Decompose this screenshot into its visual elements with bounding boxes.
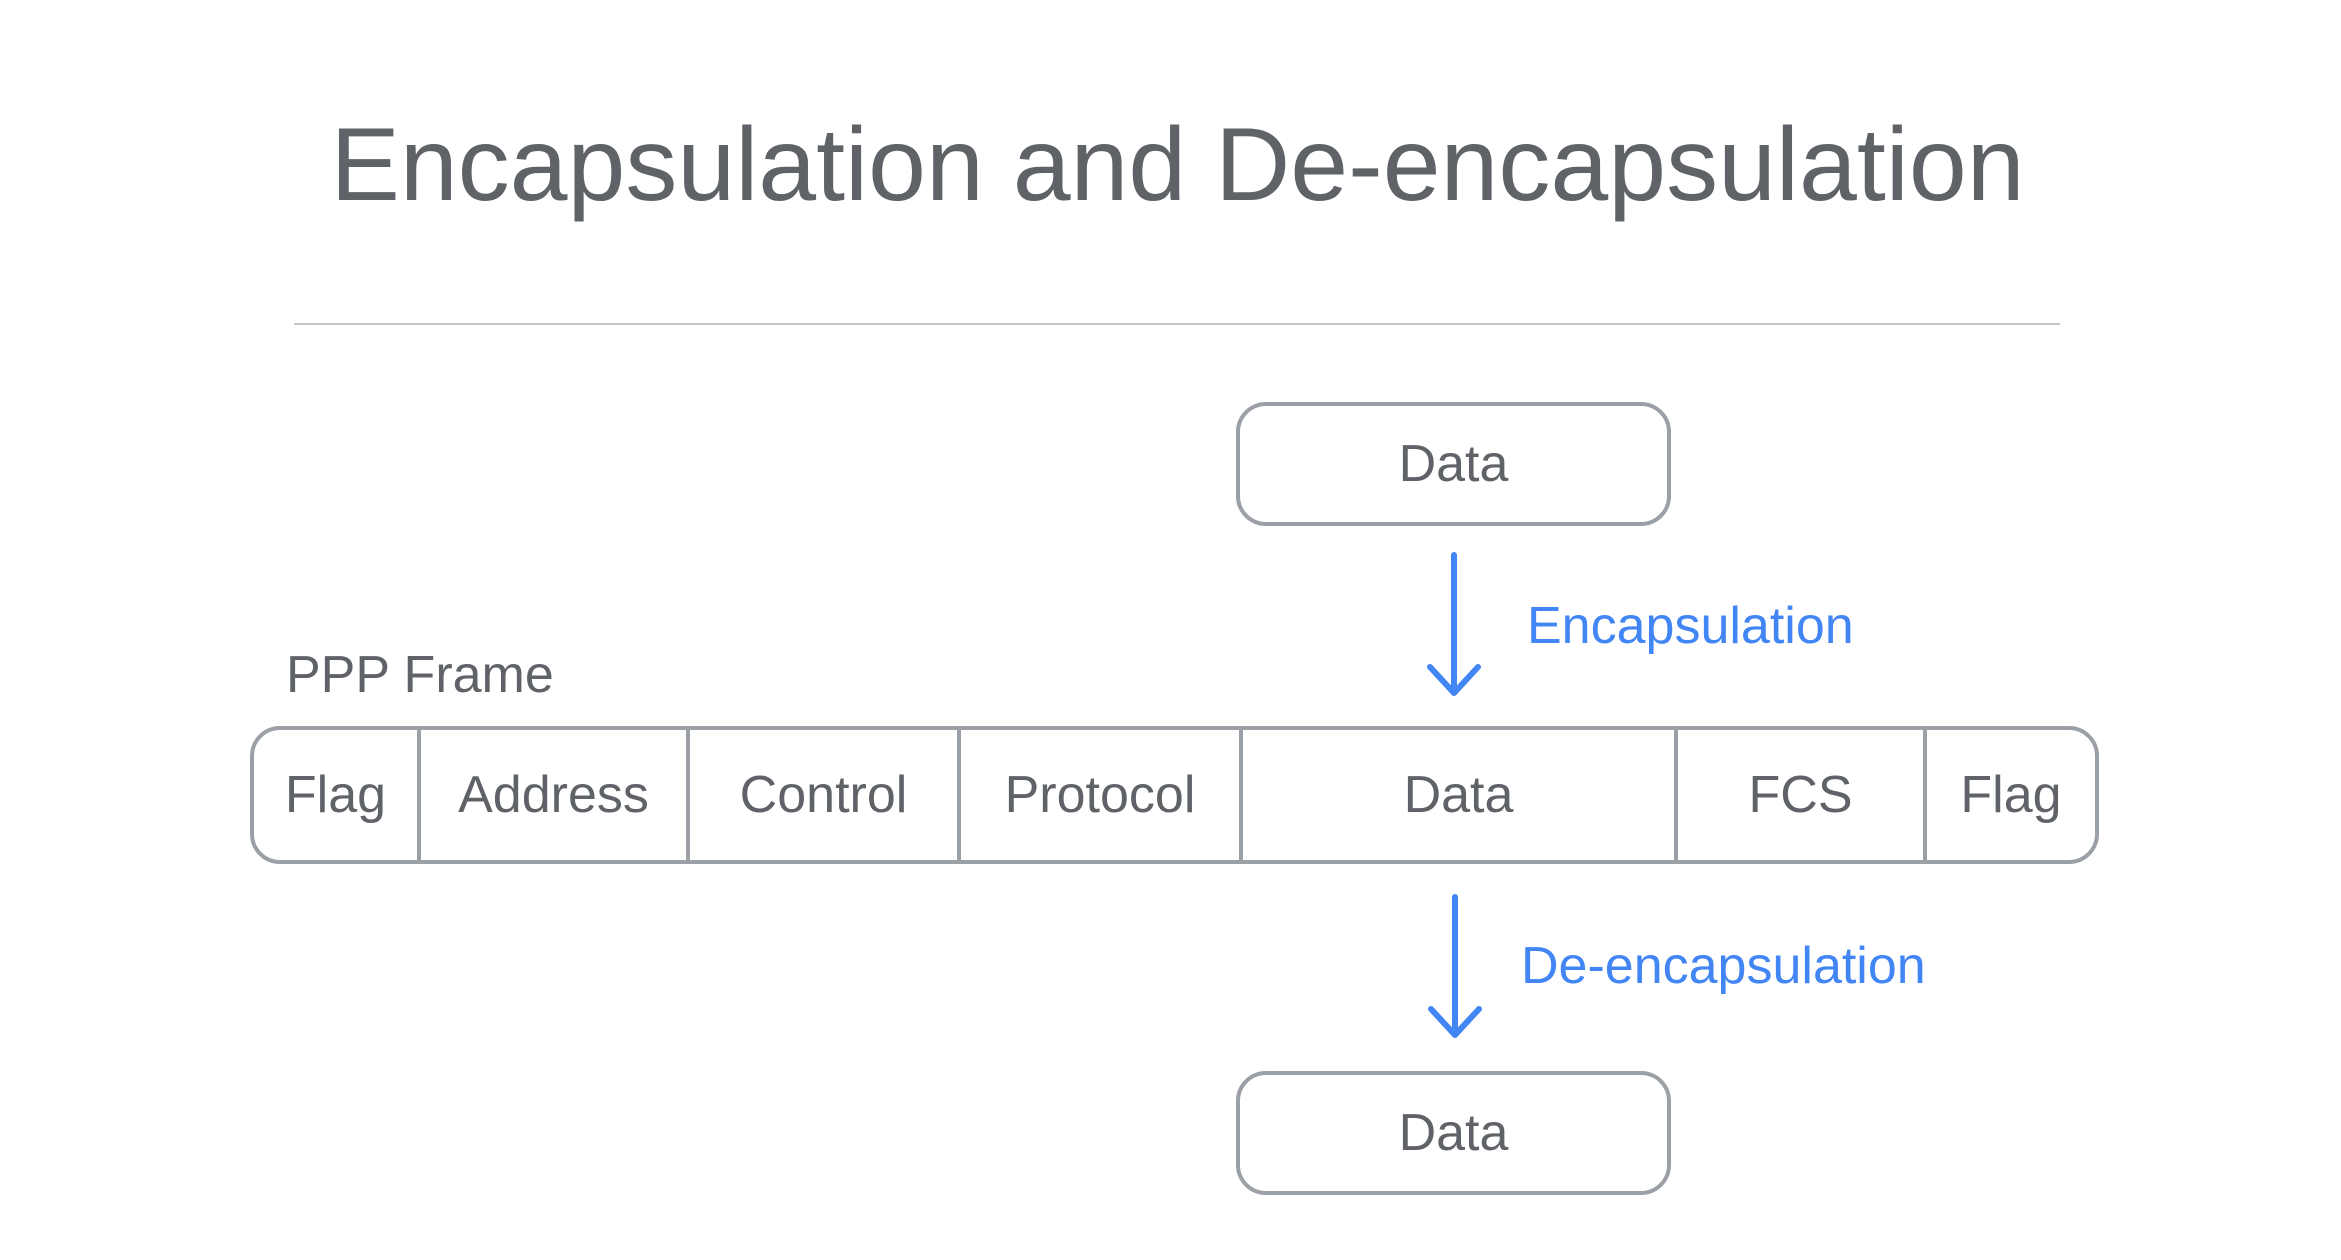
deencapsulation-label: De-encapsulation [1521, 937, 1926, 995]
encapsulation-label: Encapsulation [1527, 597, 1854, 655]
frame-field-data: Data [1243, 730, 1678, 860]
diagram-title: Encapsulation and De-encapsulation [330, 107, 2025, 223]
frame-field-protocol: Protocol [961, 730, 1243, 860]
encapsulation-arrow-icon [1427, 552, 1481, 696]
frame-field-flag-end: Flag [1960, 766, 2062, 824]
ppp-frame: Flag Address Control Protocol Data FCS F… [250, 726, 2099, 864]
frame-field-fcs: FCS [1678, 730, 1927, 860]
frame-field-control: Control [690, 730, 961, 860]
ppp-frame-label: PPP Frame [286, 646, 554, 704]
deencapsulation-arrow-icon [1428, 894, 1482, 1038]
frame-field-flag: Flag [254, 730, 421, 860]
divider [294, 323, 2060, 325]
bottom-data-box: Data [1236, 1071, 1671, 1195]
frame-field-address: Address [421, 730, 690, 860]
top-data-box: Data [1236, 402, 1671, 526]
